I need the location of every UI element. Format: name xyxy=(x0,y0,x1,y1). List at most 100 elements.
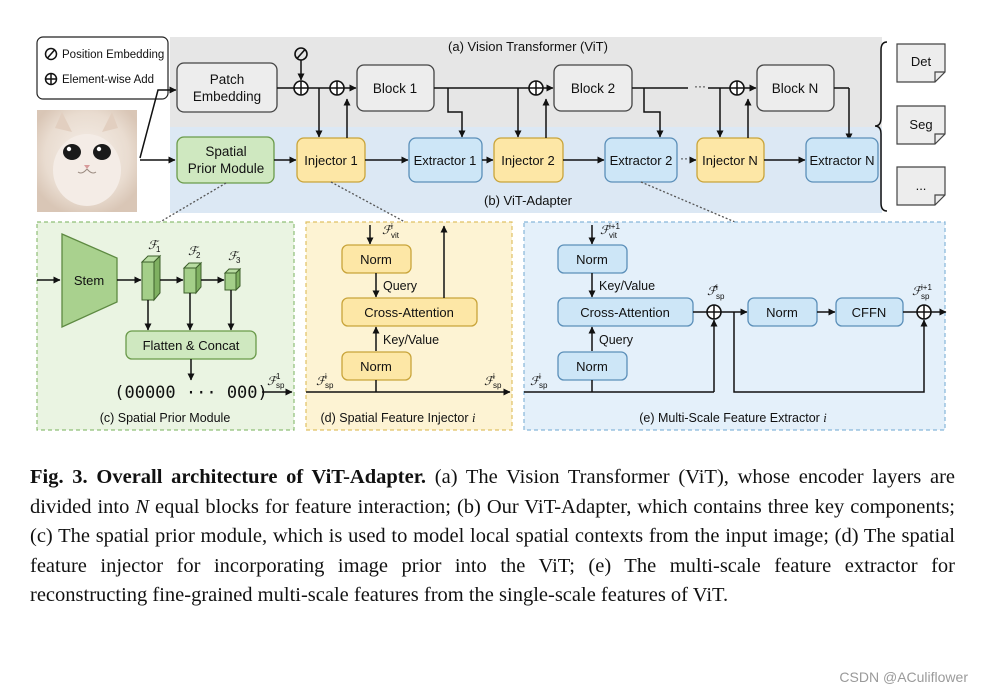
task-det: Det xyxy=(896,43,946,83)
ext-add-node-1 xyxy=(706,304,722,320)
patch-embedding-label-1: Patch xyxy=(210,72,245,87)
feature-f2 xyxy=(182,261,203,295)
f2-label: ℱ xyxy=(188,244,200,258)
extractor-1-box: Extractor 1 xyxy=(408,137,483,183)
inj-f-sp-left: ℱ xyxy=(316,374,328,388)
ext-f-sp: ℱ xyxy=(530,374,542,388)
legend-position-embedding: Position Embedding xyxy=(62,49,164,61)
feature-f1 xyxy=(140,254,162,302)
extractor-2-label: Extractor 2 xyxy=(610,153,673,168)
spm-out-sup: 1 xyxy=(276,372,281,381)
block-1-label: Block 1 xyxy=(373,81,417,96)
position-embedding-icon xyxy=(44,47,58,61)
stem-label: Stem xyxy=(74,273,104,288)
extractor-panel-title-text: (e) Multi-Scale Feature Extractor xyxy=(639,411,823,425)
ext-norm-top-label: Norm xyxy=(576,252,608,267)
ellipsis-adapter: ··· xyxy=(680,151,692,165)
ext-norm-bottom-label: Norm xyxy=(576,359,608,374)
inj-norm-bottom-label: Norm xyxy=(360,359,392,374)
inj-f-sp-right: ℱ xyxy=(484,374,496,388)
figure-caption: Fig. 3. Overall architecture of ViT-Adap… xyxy=(30,463,955,611)
injector-2-label: Injector 2 xyxy=(501,153,554,168)
ext-f-sp-sub: sp xyxy=(539,381,548,390)
patch-embedding-box: Patch Embedding xyxy=(176,62,278,113)
ext-f-out-sub: sp xyxy=(921,292,930,301)
inj-cross-attention-label: Cross-Attention xyxy=(364,305,454,320)
f3-label: ℱ xyxy=(228,249,240,263)
inj-f-sp-left-sup: i xyxy=(325,372,327,381)
ext-f-hat: ℱ̂ xyxy=(707,284,719,298)
extractor-panel-title: (e) Multi-Scale Feature Extractor i xyxy=(639,411,827,425)
task-det-label: Det xyxy=(911,54,932,69)
ext-f-vit-sub: vit xyxy=(609,231,618,240)
ext-f-vit: ℱ xyxy=(600,223,612,237)
vit-title: (a) Vision Transformer (ViT) xyxy=(448,39,608,54)
inj-f-vit-sub: vit xyxy=(391,231,400,240)
inj-f-sp-right-sup: i xyxy=(493,372,495,381)
inj-norm-top-box: Norm xyxy=(341,244,412,274)
inj-norm-bottom-box: Norm xyxy=(341,351,412,381)
task-brace xyxy=(874,41,888,212)
f1-label: ℱ xyxy=(148,238,160,252)
inj-f-vit: ℱ xyxy=(382,223,394,237)
inj-f-sp-right-sub: sp xyxy=(493,381,502,390)
f2-sub: 2 xyxy=(196,251,201,260)
f1-sub: 1 xyxy=(156,245,161,254)
extractor-n-label: Extractor N xyxy=(809,153,874,168)
feature-f3 xyxy=(223,267,242,292)
inj-query-label: Query xyxy=(383,279,418,293)
position-embedding-symbol xyxy=(294,47,308,81)
ext-f-out-sup: i+1 xyxy=(921,283,932,292)
injector-panel-title: (d) Spatial Feature Injector i xyxy=(321,411,476,425)
inj-f-vit-sup: i xyxy=(391,222,393,231)
caption-title: Overall architecture of ViT-Adapter. xyxy=(96,466,427,488)
ext-norm-right-label: Norm xyxy=(766,305,798,320)
stem-block: Stem xyxy=(61,233,118,329)
legend-element-wise-add: Element-wise Add xyxy=(62,74,154,86)
injector-1-box: Injector 1 xyxy=(296,137,366,183)
caption-body-2: equal blocks for feature interaction; (b… xyxy=(30,495,955,607)
spm-out-label: ℱ xyxy=(267,374,279,388)
ext-query-label: Query xyxy=(599,333,634,347)
caption-n: N xyxy=(135,495,150,518)
architecture-diagram: Position Embedding Element-wise Add (a) … xyxy=(36,36,947,431)
caption-label: Fig. 3. xyxy=(30,466,88,488)
ext-f-sp-sup: i xyxy=(539,372,541,381)
flatten-concat-box: Flatten & Concat xyxy=(125,330,257,360)
ext-key-value-label: Key/Value xyxy=(599,279,655,293)
add-node-2 xyxy=(329,80,345,96)
ext-cross-attention-box: Cross-Attention xyxy=(557,297,694,327)
ext-f-hat-sup: i xyxy=(716,283,718,292)
extractor-2-box: Extractor 2 xyxy=(604,137,678,183)
input-image xyxy=(37,110,137,212)
task-more: ... xyxy=(896,166,946,206)
block-2-label: Block 2 xyxy=(571,81,615,96)
ext-f-out: ℱ xyxy=(912,284,924,298)
add-node-4 xyxy=(729,80,745,96)
ext-norm-right-box: Norm xyxy=(747,297,818,327)
spatial-prior-module-box: Spatial Prior Module xyxy=(176,136,275,184)
ext-cross-attention-label: Cross-Attention xyxy=(580,305,670,320)
add-node-3 xyxy=(528,80,544,96)
adapter-title: (b) ViT-Adapter xyxy=(484,193,573,208)
watermark: CSDN @ACuliflower xyxy=(839,669,968,685)
inj-cross-attention-box: Cross-Attention xyxy=(341,297,478,327)
f3-sub: 3 xyxy=(236,256,241,265)
injector-n-label: Injector N xyxy=(702,153,758,168)
task-seg: Seg xyxy=(896,105,946,145)
inj-f-sp-left-sub: sp xyxy=(325,381,334,390)
injector-1-label: Injector 1 xyxy=(304,153,357,168)
block-2-box: Block 2 xyxy=(553,64,633,112)
ext-norm-bottom-box: Norm xyxy=(557,351,628,381)
element-wise-add-icon xyxy=(44,72,58,86)
task-more-label: ... xyxy=(916,178,927,193)
injector-2-box: Injector 2 xyxy=(493,137,564,183)
extractor-1-label: Extractor 1 xyxy=(414,153,477,168)
add-node-1 xyxy=(293,80,309,96)
injector-n-box: Injector N xyxy=(696,137,765,183)
inj-norm-top-label: Norm xyxy=(360,252,392,267)
ellipsis-vit: ··· xyxy=(694,79,706,93)
patch-embedding-label-2: Embedding xyxy=(193,89,261,104)
legend: Position Embedding Element-wise Add xyxy=(36,36,169,100)
extractor-panel-title-i: i xyxy=(823,411,827,425)
